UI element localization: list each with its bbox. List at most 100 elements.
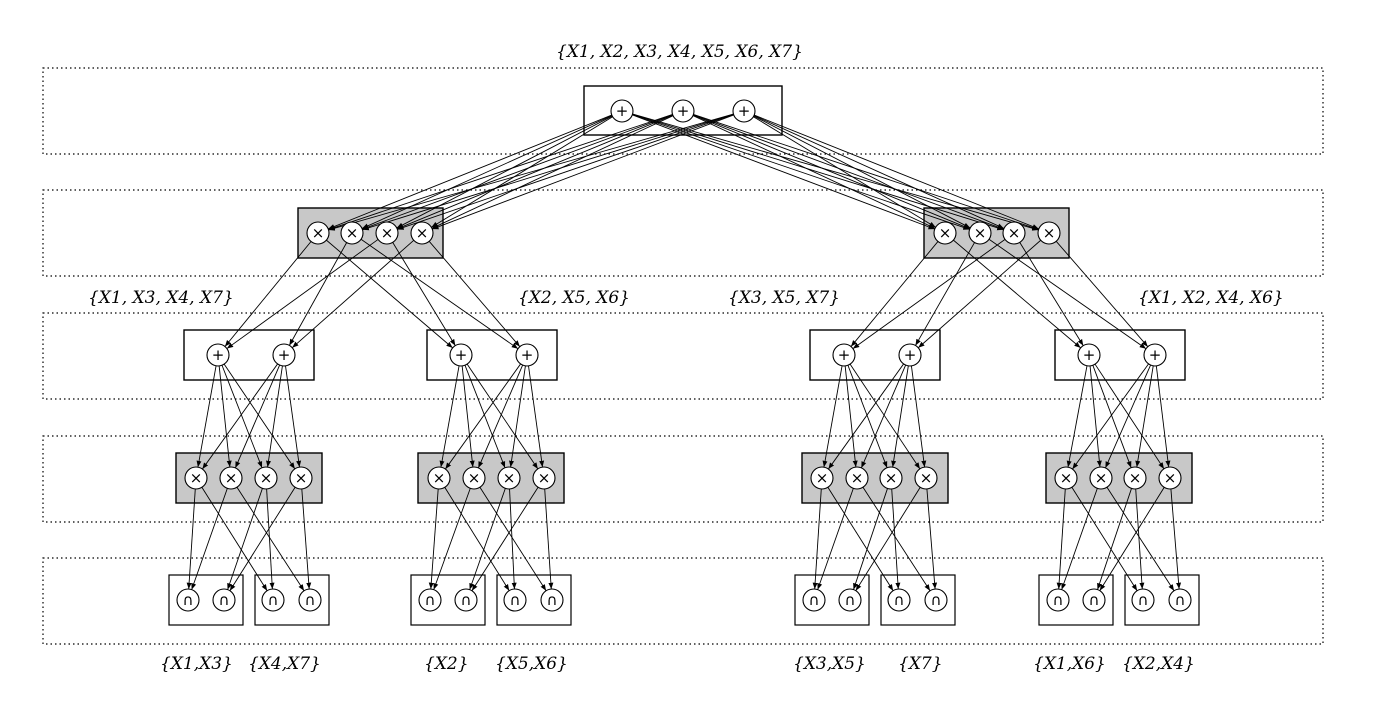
leaf-node: ∩ (454, 588, 478, 612)
product-node-symbol: × (346, 224, 359, 242)
edge (1155, 365, 1171, 468)
edge (221, 365, 263, 468)
leaf-node-symbol: ∩ (1089, 591, 1100, 609)
leaf-node: ∩ (1082, 588, 1106, 612)
leaf-node: ∩ (838, 588, 862, 612)
edge (754, 114, 1039, 230)
sum-node-symbol: + (838, 346, 851, 364)
edge (544, 488, 554, 590)
scope-leaf-4: {X5,X6} (495, 654, 568, 674)
sum-node-symbol: + (738, 102, 751, 120)
edge (509, 488, 517, 590)
leaf-node-symbol: ∩ (931, 591, 942, 609)
leaf-node: ∩ (503, 588, 527, 612)
edge (1066, 365, 1088, 468)
product-node-circle (254, 466, 278, 490)
edge (234, 364, 281, 469)
product-node: × (914, 466, 938, 490)
product-node-symbol: × (416, 224, 429, 242)
edge (1019, 242, 1084, 346)
scope-sum-c: {X3, X5, X7} (728, 288, 841, 308)
edge (477, 364, 524, 469)
leaf-node: ∩ (1168, 588, 1192, 612)
product-node-symbol: × (312, 224, 325, 242)
leaf-node-symbol: ∩ (510, 591, 521, 609)
leaf-node-symbol: ∩ (1138, 591, 1149, 609)
leaf-node: ∩ (1046, 588, 1070, 612)
sum-node-symbol: + (904, 346, 917, 364)
leaf-node-circle (1046, 588, 1070, 612)
product-node-symbol: × (974, 224, 987, 242)
leaf-node-symbol: ∩ (809, 591, 820, 609)
leaf-node: ∩ (887, 588, 911, 612)
edge (1099, 487, 1165, 591)
leaf-node-circle (540, 588, 564, 612)
sum-node-circle (832, 343, 856, 367)
layer-band-1 (42, 67, 1324, 155)
scope-root: {X1, X2, X3, X4, X5, X6, X7} (556, 42, 803, 62)
leaf-node-circle (1168, 588, 1192, 612)
edge (1094, 363, 1165, 470)
product-node-circle (810, 466, 834, 490)
edge (224, 241, 312, 347)
leaf-node: ∩ (261, 588, 285, 612)
leaf-node: ∩ (176, 588, 200, 612)
product-node: × (410, 221, 434, 245)
leaf-node-symbol: ∩ (845, 591, 856, 609)
edge (632, 113, 1004, 231)
layer-band-2 (42, 189, 1324, 277)
product-node-symbol: × (1008, 224, 1021, 242)
edge (326, 239, 453, 349)
scope-leaf-1: {X1,X3} (160, 654, 233, 674)
sum-node: + (449, 343, 473, 367)
scope-sum-a: {X1, X3, X4, X7} (88, 288, 234, 308)
product-node: × (306, 221, 330, 245)
edge (328, 114, 673, 230)
sum-node: + (832, 343, 856, 367)
product-node-symbol: × (260, 469, 273, 487)
edge (1089, 365, 1102, 468)
edge (1097, 488, 1132, 590)
leaf-node-circle (1131, 588, 1155, 612)
scope-leaf-5: {X3,X5} (793, 654, 866, 674)
edge (860, 364, 907, 469)
edge (853, 488, 888, 590)
product-node: × (1089, 466, 1113, 490)
product-node-circle (914, 466, 938, 490)
product-node: × (1054, 466, 1078, 490)
edge (1105, 364, 1151, 469)
product-node: × (184, 466, 208, 490)
edge (362, 114, 673, 230)
layer-band-4 (42, 435, 1324, 523)
edge (852, 239, 1006, 349)
leaf-node-circle (503, 588, 527, 612)
product-node-circle (289, 466, 313, 490)
sum-node: + (671, 99, 695, 123)
edge (827, 487, 894, 591)
edge (362, 113, 734, 231)
product-node-circle (462, 466, 486, 490)
sum-node-circle (515, 343, 539, 367)
edge (431, 115, 674, 229)
leaf-node: ∩ (298, 588, 322, 612)
edge (461, 365, 475, 468)
product-node-circle (219, 466, 243, 490)
product-node-symbol: × (538, 469, 551, 487)
product-node: × (845, 466, 869, 490)
edge (1106, 486, 1175, 592)
product-node-circle (427, 466, 451, 490)
product-node: × (933, 221, 957, 245)
edge (396, 114, 674, 230)
edge (926, 488, 938, 590)
product-node-symbol: × (503, 469, 516, 487)
edge (191, 488, 228, 590)
edge (988, 238, 1147, 350)
product-node-symbol: × (1095, 469, 1108, 487)
sum-node-circle (206, 343, 230, 367)
product-node: × (254, 466, 278, 490)
edge (915, 242, 975, 346)
product-node-symbol: × (295, 469, 308, 487)
leaf-node-circle (212, 588, 236, 612)
product-node: × (532, 466, 556, 490)
sum-node-symbol: + (278, 346, 291, 364)
